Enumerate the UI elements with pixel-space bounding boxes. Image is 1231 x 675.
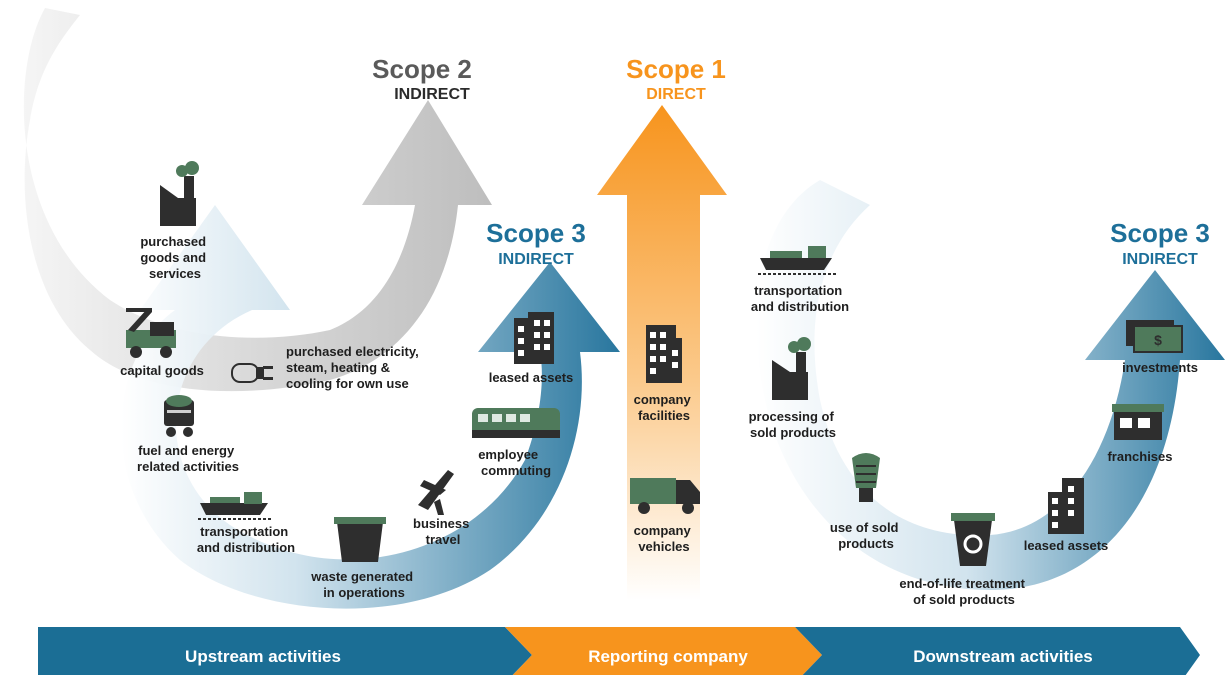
bar-reporting-segment	[505, 627, 822, 675]
scope3-downstream-arrow	[756, 180, 1225, 590]
bar-upstream-segment	[38, 627, 532, 675]
building-upstream-icon	[514, 312, 554, 364]
ship-upstream-icon	[198, 492, 272, 520]
label-use-of-products: use of sold products	[830, 520, 902, 551]
label-electricity: purchased electricity, steam, heating & …	[286, 344, 422, 391]
factory-downstream-icon	[772, 337, 811, 400]
scope3-upstream-arrow	[121, 205, 620, 609]
bottom-bar: Upstream activities Reporting company Do…	[38, 627, 1200, 675]
scope3-downstream-subtitle: INDIRECT	[1122, 251, 1198, 268]
scope3-upstream-title-group: Scope 3 INDIRECT	[486, 218, 586, 268]
label-company-facilities: company facilities	[634, 392, 695, 423]
scope2-arrow	[23, 8, 492, 392]
scope1-title-group: Scope 1 DIRECT	[626, 54, 726, 103]
company-building-icon	[646, 325, 682, 383]
ship-downstream-icon	[758, 246, 836, 275]
factory-icon	[160, 161, 199, 226]
bar-reporting-label: Reporting company	[588, 647, 748, 666]
money-bills-icon: $	[1126, 320, 1183, 353]
label-investments: investments	[1122, 360, 1198, 375]
storefront-icon	[1112, 404, 1164, 440]
label-upstream-leased-assets: leased assets	[489, 370, 574, 385]
crane-truck-icon	[126, 308, 176, 358]
label-capital-goods: capital goods	[120, 363, 204, 378]
label-franchises: franchises	[1107, 449, 1172, 464]
label-downstream-leased-assets: leased assets	[1024, 538, 1109, 553]
scope2-subtitle: INDIRECT	[394, 86, 470, 103]
train-icon	[472, 408, 560, 438]
label-fuel-energy: fuel and energy related activities	[137, 443, 239, 474]
scope3-downstream-title-group: Scope 3 INDIRECT	[1110, 218, 1210, 268]
label-processing: processing of sold products	[749, 409, 838, 440]
scope3-upstream-title: Scope 3	[486, 218, 586, 248]
label-downstream-transportation: transportation and distribution	[751, 283, 849, 314]
lightbulb-icon	[852, 453, 880, 502]
bar-downstream-label: Downstream activities	[913, 647, 1093, 666]
svg-text:$: $	[1154, 332, 1162, 348]
company-truck-icon	[630, 478, 700, 514]
electric-plug-icon	[231, 363, 273, 383]
recycle-bin-icon	[951, 513, 995, 566]
building-downstream-icon	[1048, 478, 1084, 534]
scope2-title: Scope 2	[372, 54, 472, 84]
label-waste: waste generated in operations	[310, 569, 417, 600]
label-upstream-transportation: transportation and distribution	[197, 524, 295, 555]
label-business-travel: business travel	[413, 516, 473, 547]
dumpster-icon	[334, 517, 386, 562]
airplane-icon	[418, 470, 454, 515]
scope1-subtitle: DIRECT	[646, 86, 706, 103]
scope1-title: Scope 1	[626, 54, 726, 84]
scope3-upstream-subtitle: INDIRECT	[498, 251, 574, 268]
scope2-title-group: Scope 2 INDIRECT	[372, 54, 472, 103]
label-employee-commuting: employee commuting	[478, 447, 551, 478]
label-end-of-life: end-of-life treatment of sold products	[899, 576, 1028, 607]
label-purchased-goods: purchased goods and services	[140, 234, 209, 281]
label-company-vehicles: company vehicles	[634, 523, 695, 554]
fuel-cart-icon	[164, 395, 194, 437]
scope3-downstream-title: Scope 3	[1110, 218, 1210, 248]
bar-downstream-segment	[795, 627, 1200, 675]
bar-upstream-label: Upstream activities	[185, 647, 341, 666]
